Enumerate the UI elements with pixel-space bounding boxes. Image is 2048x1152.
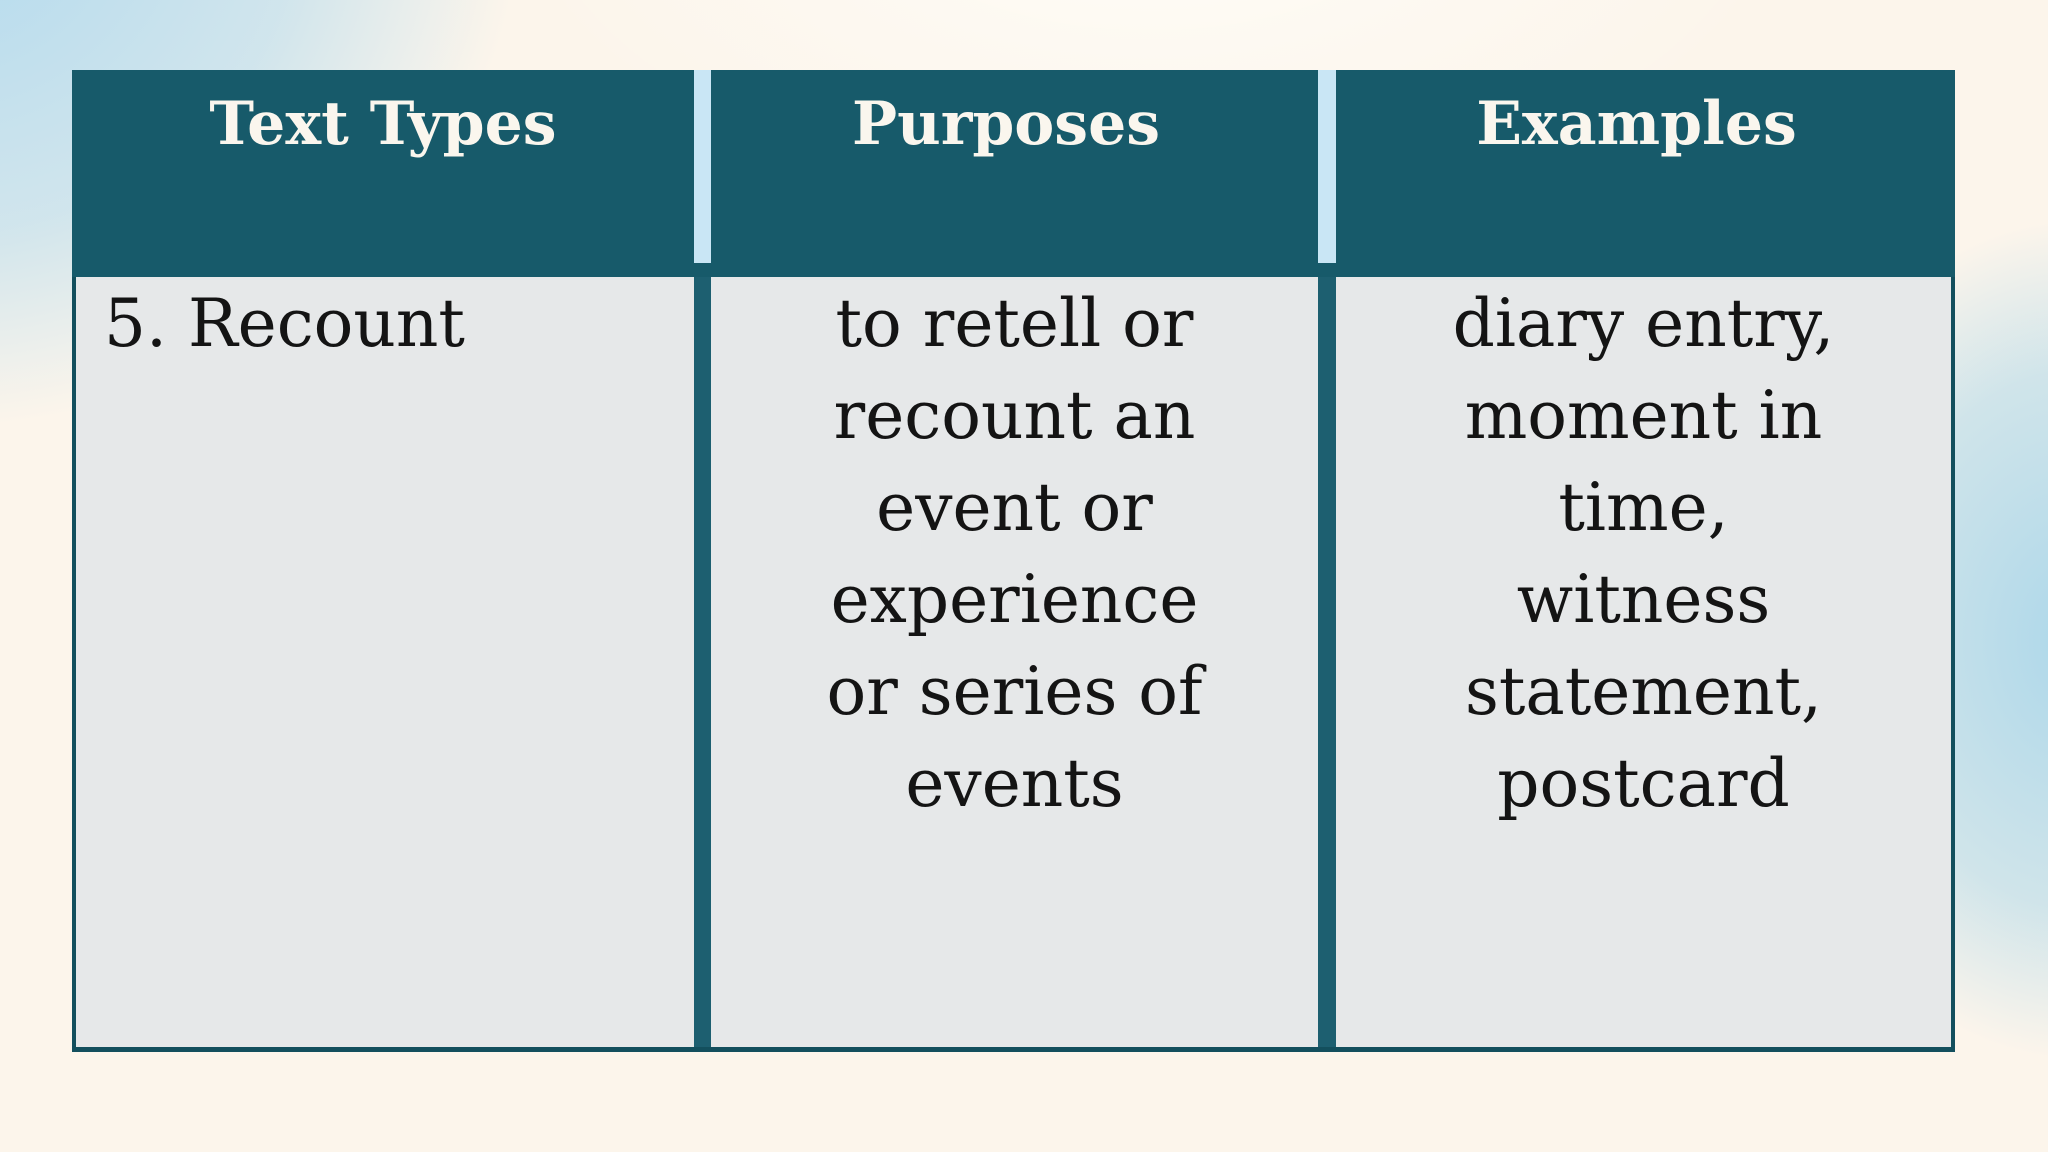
example-line: witness [1516, 561, 1771, 638]
header-column-separator-1 [694, 70, 711, 263]
example-line: moment in [1464, 377, 1823, 454]
header-cell-examples: Examples [1476, 89, 1797, 159]
purpose-line: event or [876, 469, 1153, 546]
purpose-line: or series of [826, 653, 1203, 730]
body-column-separator-2 [1318, 277, 1336, 1047]
table-header-row: Text Types Purposes Examples [72, 70, 1955, 277]
text-type-label: 5. Recount [104, 285, 465, 362]
body-cell-examples: diary entry, moment in time, witness sta… [1336, 277, 1951, 1047]
header-cell-purposes: Purposes [851, 89, 1161, 159]
purpose-line: events [905, 745, 1124, 822]
purpose-line: recount an [833, 377, 1196, 454]
purpose-line: to retell or [835, 285, 1194, 362]
text-types-table: Text Types Purposes Examples 5. Recount … [72, 70, 1955, 1052]
example-line: postcard [1497, 745, 1790, 822]
body-cell-text-type: 5. Recount [76, 277, 694, 1047]
example-line: diary entry, [1452, 285, 1835, 362]
example-line: time, [1558, 469, 1729, 546]
example-line: statement, [1465, 653, 1822, 730]
table-body-row: 5. Recount to retell or recount an event… [72, 277, 1955, 1052]
body-column-separator-1 [694, 277, 711, 1047]
purpose-line: experience [830, 561, 1199, 638]
body-cell-purpose: to retell or recount an event or experie… [711, 277, 1318, 1047]
header-cell-text-types: Text Types [209, 89, 557, 159]
header-column-separator-2 [1318, 70, 1336, 263]
